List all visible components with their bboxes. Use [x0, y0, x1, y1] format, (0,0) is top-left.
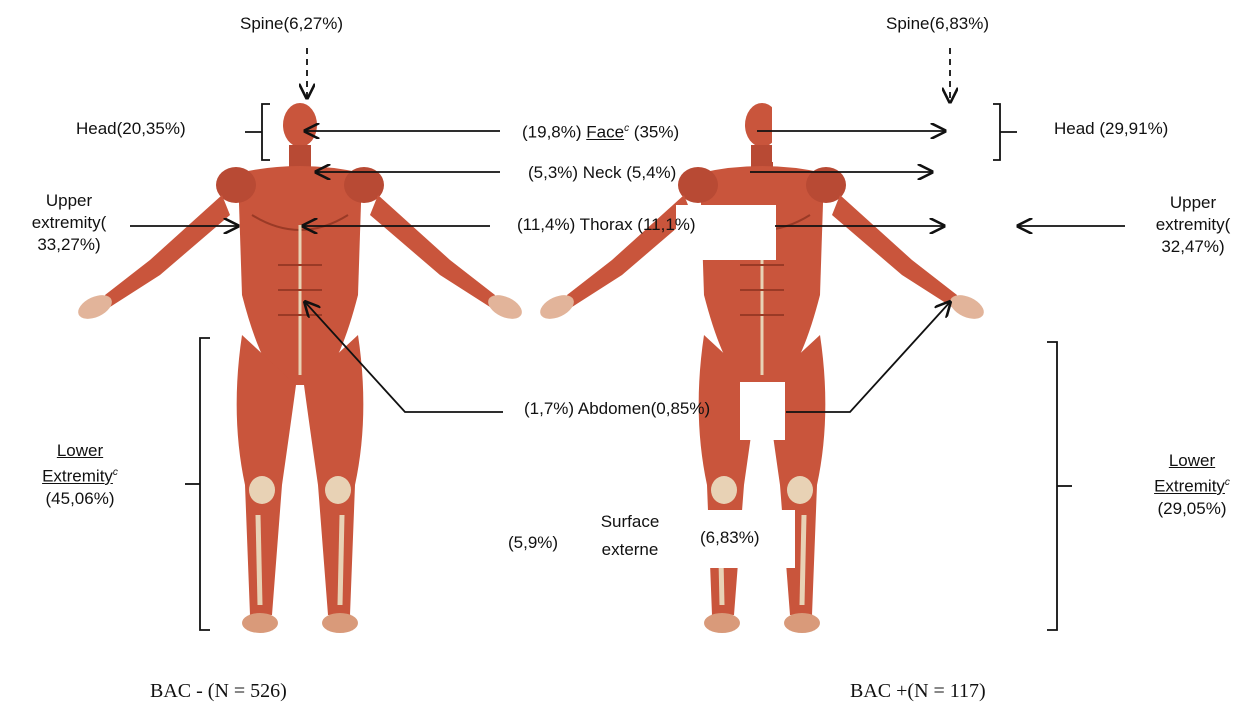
- face-sup: c: [624, 123, 629, 134]
- left-head-label: Head(20,35%): [76, 118, 186, 140]
- left-lower-line2: Extremityc: [20, 462, 140, 488]
- abdomen-label: (1,7%) Abdomen(0,85%): [524, 398, 710, 420]
- right-lower-extremity-label: Lower Extremityc (29,05%): [1132, 450, 1252, 520]
- surface-left-value: (5,9%): [508, 532, 558, 554]
- surface-line1: Surface: [585, 511, 675, 533]
- left-lower-extremity-label: Lower Extremityc (45,06%): [20, 440, 140, 510]
- right-upper-line3: 32,47%): [1130, 236, 1256, 258]
- left-lower-sup: c: [113, 467, 118, 478]
- right-lower-line3: (29,05%): [1132, 498, 1252, 520]
- right-spine-label: Spine(6,83%): [886, 13, 989, 35]
- left-lower-extremity-word: Extremity: [42, 467, 113, 486]
- right-upper-line2: extremity(: [1130, 214, 1256, 236]
- surface-externe-label: Surface externe: [585, 511, 675, 561]
- left-upper-line2: extremity(: [6, 212, 132, 234]
- right-lower-line1: Lower: [1132, 450, 1252, 472]
- left-caption: BAC - (N = 526): [150, 680, 287, 702]
- right-caption: BAC +(N = 117): [850, 680, 986, 702]
- neck-label: (5,3%) Neck (5,4%): [528, 162, 676, 184]
- left-lower-line3: (45,06%): [20, 488, 140, 510]
- right-lower-sup: c: [1225, 477, 1230, 488]
- right-upper-line1: Upper: [1130, 192, 1256, 214]
- surface-line2: externe: [585, 539, 675, 561]
- right-lower-line2: Extremityc: [1132, 472, 1252, 498]
- right-head-label: Head (29,91%): [1054, 118, 1168, 140]
- right-upper-extremity-label: Upper extremity( 32,47%): [1130, 192, 1256, 258]
- left-upper-extremity-label: Upper extremity( 33,27%): [6, 190, 132, 256]
- face-label: (19,8%) Facec (35%): [522, 118, 679, 144]
- surface-right-value: (6,83%): [700, 527, 760, 549]
- face-left-value: (19,8%): [522, 123, 582, 142]
- left-upper-line1: Upper: [6, 190, 132, 212]
- thorax-label: (11,4%) Thorax (11,1%): [517, 214, 696, 236]
- right-lower-extremity-word: Extremity: [1154, 477, 1225, 496]
- left-spine-label: Spine(6,27%): [240, 13, 343, 35]
- face-right-value: (35%): [634, 123, 679, 142]
- face-word: Face: [586, 123, 624, 142]
- left-lower-line1: Lower: [20, 440, 140, 462]
- left-upper-line3: 33,27%): [6, 234, 132, 256]
